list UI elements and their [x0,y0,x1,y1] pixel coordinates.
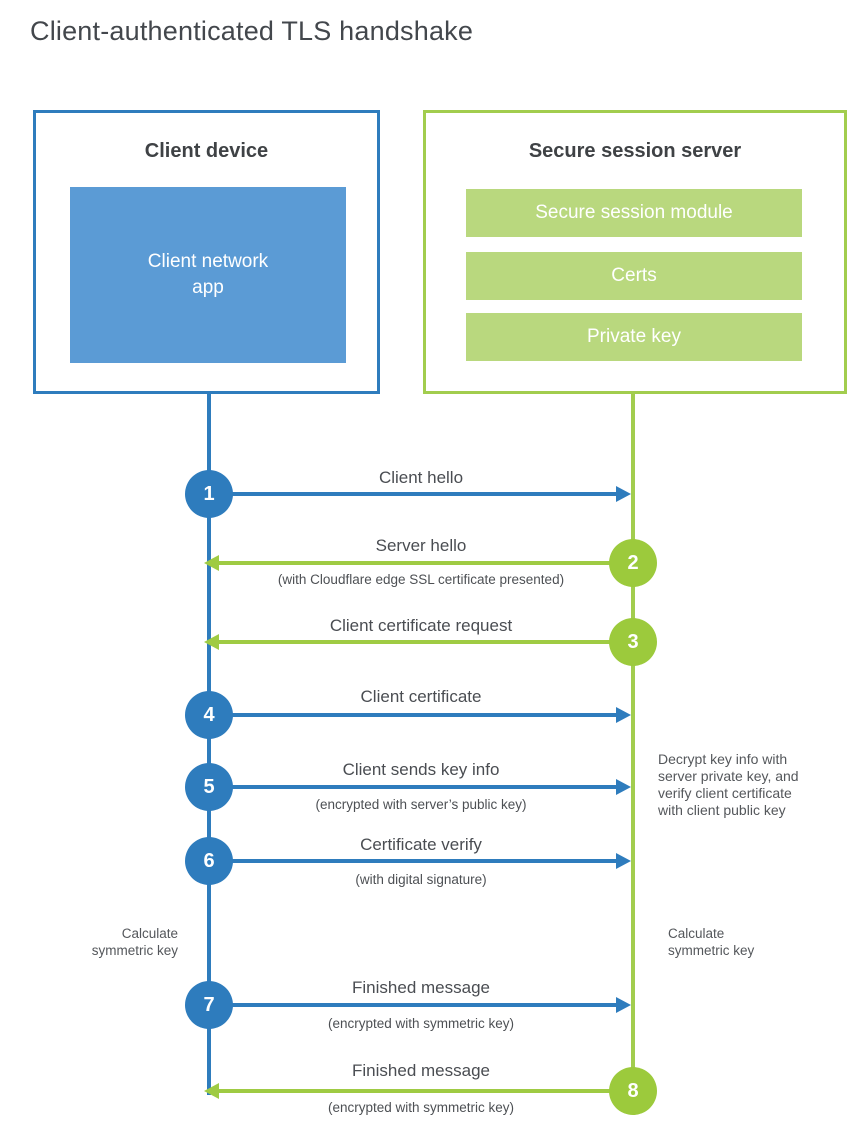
arrowhead-left-2 [204,555,219,571]
note-calculate-symmetric-key-client: Calculate symmetric key [91,926,178,958]
client-lifeline [207,393,211,1095]
arrow-line-1 [211,492,617,496]
message-sublabel-5: (encrypted with server’s public key) [315,797,527,812]
server-module-private-key: Private key [466,313,802,361]
client-device-box: Client device Client network app [33,110,380,394]
arrow-line-4 [211,713,617,717]
arrowhead-right-6 [616,853,631,869]
message-label-5: Client sends key info [342,760,500,779]
arrow-line-3 [219,640,633,644]
client-network-app-box: Client network app [70,187,346,363]
arrowhead-right-1 [616,486,631,502]
server-lifeline [631,393,635,1091]
arrowhead-right-5 [616,779,631,795]
message-label-3: Client certificate request [329,616,513,635]
arrow-line-5 [211,785,617,789]
step-circle-1: 1 [185,470,233,518]
step-circle-8: 8 [609,1067,657,1115]
server-module-secure-session: Secure session module [466,189,802,237]
arrowhead-right-4 [616,707,631,723]
message-sublabel-6: (with digital signature) [355,872,487,887]
message-label-1: Client hello [378,468,464,487]
step-circle-7: 7 [185,981,233,1029]
step-circle-6: 6 [185,837,233,885]
note-decrypt-key-info: Decrypt key info with server private key… [658,751,799,818]
secure-session-server-title: Secure session server [528,140,742,162]
client-device-title: Client device [144,140,269,162]
secure-session-server-box: Secure session server Secure session mod… [423,110,847,394]
message-label-6: Certificate verify [360,835,482,854]
message-label-2: Server hello [375,536,467,555]
message-label-4: Client certificate [360,687,482,706]
message-sublabel-8: (encrypted with symmetric key) [327,1100,515,1115]
arrowhead-left-3 [204,634,219,650]
message-label-8: Finished message [352,1061,490,1080]
arrowhead-left-8 [204,1083,219,1099]
page-title: Client-authenticated TLS handshake [30,16,474,46]
arrow-line-2 [219,561,633,565]
note-calculate-symmetric-key-server: Calculate symmetric key [668,926,755,958]
arrow-line-7 [211,1003,617,1007]
step-circle-3: 3 [609,618,657,666]
message-sublabel-2: (with Cloudflare edge SSL certificate pr… [277,572,565,587]
step-circle-4: 4 [185,691,233,739]
arrow-line-8 [219,1089,633,1093]
arrow-line-6 [211,859,617,863]
server-module-certs: Certs [466,252,802,300]
arrowhead-right-7 [616,997,631,1013]
message-label-7: Finished message [352,978,490,997]
step-circle-5: 5 [185,763,233,811]
message-sublabel-7: (encrypted with symmetric key) [327,1016,515,1031]
step-circle-2: 2 [609,539,657,587]
